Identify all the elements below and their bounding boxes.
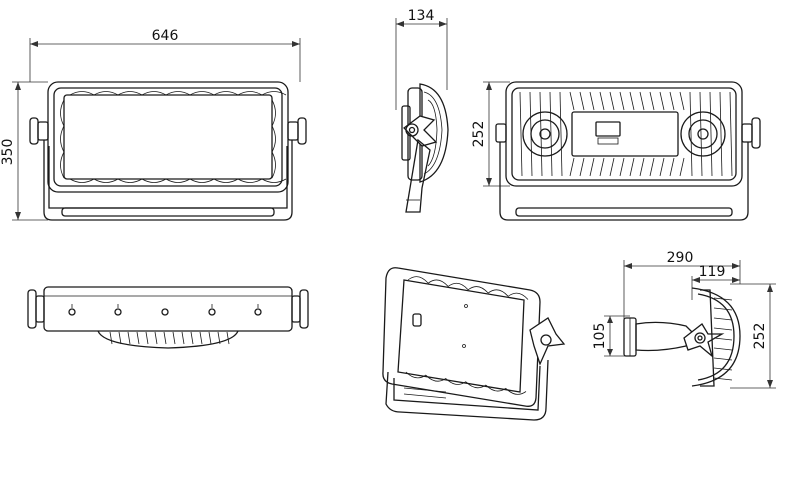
dim-bracket-height: 252 bbox=[752, 323, 768, 350]
perspective-view bbox=[382, 267, 566, 421]
dim-bracket-mount: 105 bbox=[592, 323, 608, 350]
dim-front-width: 646 bbox=[152, 28, 179, 44]
dim-front-height: 350 bbox=[0, 139, 16, 166]
dim-bracket-body: 119 bbox=[699, 264, 726, 280]
dim-back-height: 252 bbox=[471, 121, 487, 148]
dim-bracket-total: 290 bbox=[667, 250, 694, 266]
side-view: 134 bbox=[395, 8, 449, 213]
dim-side-depth: 134 bbox=[408, 8, 435, 24]
back-view: 252 bbox=[471, 81, 761, 221]
bracket-view: 290 119 252 105 bbox=[592, 250, 776, 389]
front-view: 646 350 bbox=[0, 28, 307, 221]
top-view bbox=[27, 286, 309, 349]
